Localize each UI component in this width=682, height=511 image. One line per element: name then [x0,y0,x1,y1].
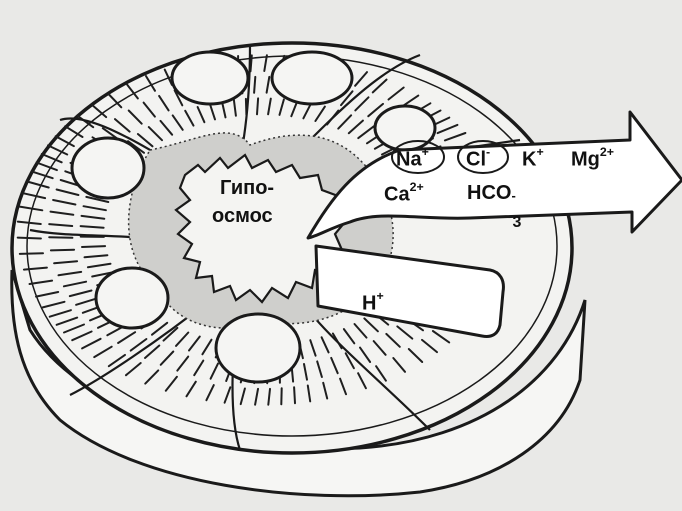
striation [254,77,255,93]
striation [49,237,72,238]
striation [82,246,105,247]
ion-hco3-charge: - [511,189,515,202]
ion-k: K+ [522,146,544,169]
striation [294,387,295,403]
ion-k-symbol: K [522,148,536,170]
ion-hco3-subscript: 3 [512,215,521,231]
ion-k-charge: + [536,145,543,159]
ion-h-symbol: H [362,292,376,314]
nucleus [72,138,144,198]
ion-hco3: HCO-3 [467,183,511,203]
nucleus [172,52,248,104]
ion-hco3-symbol: HCO [467,182,511,204]
striation [51,250,74,251]
lumen-label-line2: осмос [212,206,273,226]
nucleus [272,52,352,104]
ion-ca: Ca2+ [384,181,424,204]
lumen-label-line1: Гипо- [220,178,274,198]
ion-mg-charge: 2+ [600,145,614,159]
ion-ca-symbol: Ca [384,183,410,205]
nucleus [96,268,168,328]
ion-na-symbol: Na [396,148,422,170]
ion-mg-symbol: Mg [571,148,600,170]
ion-h: H+ [362,290,384,313]
ion-h-charge: + [376,289,383,303]
nucleus [216,314,300,382]
striation [18,238,41,239]
tubule-cross-section [12,43,585,496]
ion-na: Na+ [396,146,429,169]
striation [257,98,258,114]
ion-ca-charge: 2+ [410,180,424,194]
ion-cl: Cl- [466,146,490,169]
ion-cl-charge: - [486,145,490,159]
ion-na-charge: + [422,145,429,159]
ion-mg: Mg2+ [571,146,614,169]
ion-cl-symbol: Cl [466,148,486,170]
striation [20,253,43,254]
